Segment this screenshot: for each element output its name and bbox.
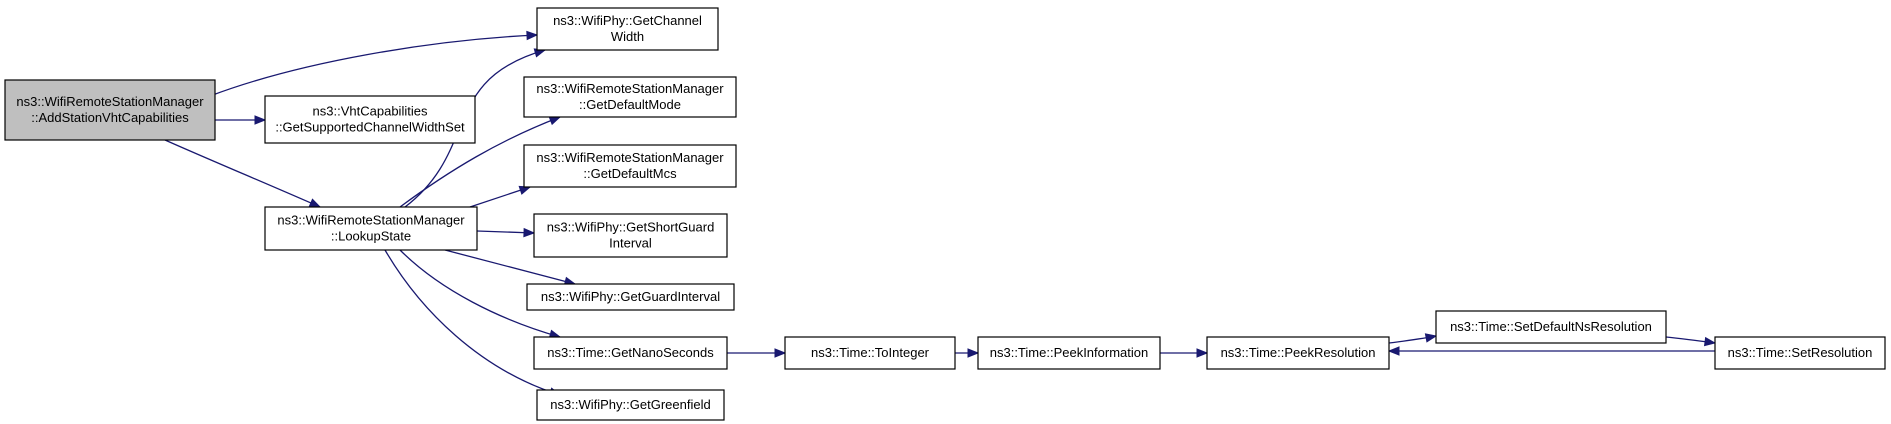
node-vhtcap[interactable]: ns3::VhtCapabilities::GetSupportedChanne… [264, 95, 476, 144]
node-label: ::GetSupportedChannelWidthSet [275, 120, 465, 135]
node-label: ns3::WifiRemoteStationManager [16, 94, 204, 109]
edge-arrowhead [1703, 336, 1717, 347]
edge-arrowhead [548, 116, 562, 126]
node-box[interactable] [523, 76, 737, 118]
node-label: ::GetDefaultMcs [583, 166, 677, 181]
node-tointeger[interactable]: ns3::Time::ToInteger [784, 336, 956, 370]
node-box[interactable] [4, 79, 216, 141]
edge-line [399, 116, 561, 208]
edge-arrowhead [308, 198, 322, 208]
edge-peekinfo-to-peekres [1160, 348, 1209, 358]
edge-line [164, 139, 321, 208]
node-box[interactable] [1435, 310, 1667, 344]
node-nanosec[interactable]: ns3::Time::GetNanoSeconds [533, 336, 728, 370]
node-box[interactable] [977, 336, 1161, 370]
node-green[interactable]: ns3::WifiPhy::GetGreenfield [536, 389, 725, 421]
node-box[interactable] [526, 283, 735, 311]
edge-lookup-to-defmcs [469, 185, 532, 208]
node-label: ns3::WifiRemoteStationManager [536, 150, 724, 165]
node-label: ns3::WifiRemoteStationManager [536, 81, 724, 96]
node-box[interactable] [536, 7, 719, 51]
node-box[interactable] [533, 213, 728, 258]
edge-lookup-to-green [384, 249, 562, 397]
node-root[interactable]: ns3::WifiRemoteStationManager::AddStatio… [4, 79, 216, 141]
node-label: ns3::WifiPhy::GetGreenfield [550, 397, 710, 412]
nodes-layer: ns3::WifiRemoteStationManager::AddStatio… [4, 7, 1886, 421]
node-label: Width [611, 29, 644, 44]
edge-tointeger-to-peekinfo [955, 348, 980, 358]
edges-layer [164, 30, 1717, 397]
node-lookup[interactable]: ns3::WifiRemoteStationManager::LookupSta… [264, 206, 478, 251]
node-label: ns3::Time::ToInteger [811, 345, 930, 360]
node-box[interactable] [536, 389, 725, 421]
edge-setres-to-peekres [1387, 346, 1715, 356]
node-peekinfo[interactable]: ns3::Time::PeekInformation [977, 336, 1161, 370]
node-setres[interactable]: ns3::Time::SetResolution [1714, 336, 1886, 370]
edge-root-to-lookup [164, 139, 322, 208]
edge-arrowhead [254, 115, 267, 125]
node-label: ns3::WifiRemoteStationManager [277, 213, 465, 228]
node-label: ns3::Time::PeekInformation [990, 345, 1148, 360]
node-label: ::LookupState [331, 229, 411, 244]
node-label: ns3::WifiPhy::GetChannel [553, 13, 702, 28]
node-box[interactable] [523, 144, 737, 188]
edge-arrowhead [523, 227, 536, 238]
node-box[interactable] [533, 336, 728, 370]
edge-lookup-to-shortgi [476, 227, 536, 238]
node-box[interactable] [264, 206, 478, 251]
node-label: ns3::WifiPhy::GetGuardInterval [541, 289, 720, 304]
edge-line [469, 186, 531, 208]
node-box[interactable] [1206, 336, 1390, 370]
edge-lookup-to-defmode [399, 116, 562, 208]
node-label: ns3::Time::SetResolution [1728, 345, 1873, 360]
edge-arrowhead [1424, 333, 1438, 343]
edge-line [384, 249, 561, 396]
node-label: ::AddStationVhtCapabilities [31, 110, 189, 125]
node-setdefns[interactable]: ns3::Time::SetDefaultNsResolution [1435, 310, 1667, 344]
node-peekres[interactable]: ns3::Time::PeekResolution [1206, 336, 1390, 370]
edge-arrowhead [526, 30, 539, 41]
edge-arrowhead [967, 348, 980, 358]
edge-root-to-chwidth [209, 30, 539, 97]
edge-arrowhead [1196, 348, 1209, 358]
node-gi[interactable]: ns3::WifiPhy::GetGuardInterval [526, 283, 735, 311]
edge-peekres-to-setdefns [1388, 333, 1438, 344]
node-label: ::GetDefaultMode [579, 97, 681, 112]
node-label: ns3::Time::SetDefaultNsResolution [1450, 319, 1652, 334]
edge-nanosec-to-tointeger [727, 348, 787, 358]
node-defmcs[interactable]: ns3::WifiRemoteStationManager::GetDefaul… [523, 144, 737, 188]
node-label: ns3::Time::GetNanoSeconds [547, 345, 714, 360]
node-box[interactable] [264, 95, 476, 144]
node-label: ns3::WifiPhy::GetShortGuard [547, 220, 715, 235]
node-label: Interval [609, 236, 652, 251]
node-label: ns3::Time::PeekResolution [1221, 345, 1376, 360]
edge-line [209, 34, 538, 97]
edge-root-to-vhtcap [215, 115, 267, 125]
node-label: ns3::VhtCapabilities [313, 104, 428, 119]
edge-setdefns-to-setres [1665, 336, 1717, 347]
edge-arrowhead [774, 348, 787, 358]
node-defmode[interactable]: ns3::WifiRemoteStationManager::GetDefaul… [523, 76, 737, 118]
node-box[interactable] [784, 336, 956, 370]
edge-line [399, 249, 561, 338]
edge-line [444, 249, 576, 285]
node-box[interactable] [1714, 336, 1886, 370]
edge-arrowhead [1387, 346, 1400, 356]
